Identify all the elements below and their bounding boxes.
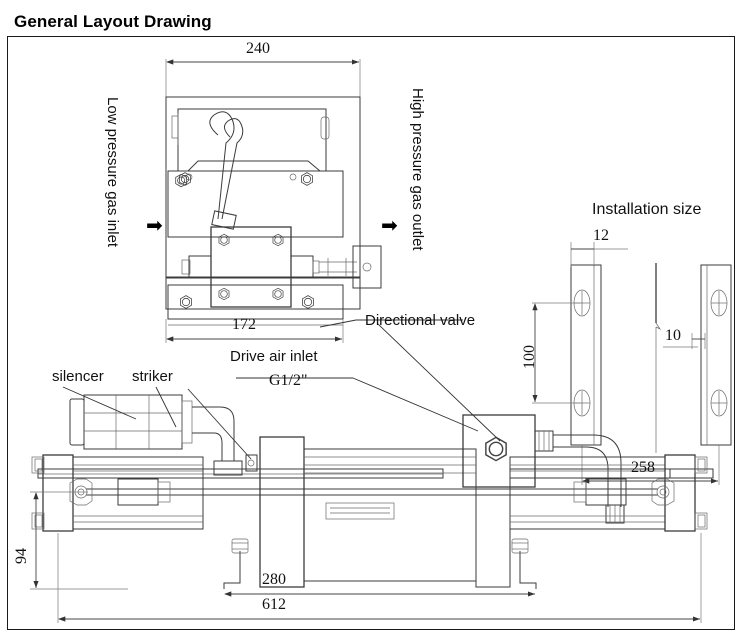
drive-air-thread-label: G1/2": [269, 372, 308, 389]
silencer-label: silencer: [52, 368, 104, 385]
outlet-arrow-icon: ➡: [381, 213, 398, 237]
installation-size-title: Installation size: [592, 201, 702, 218]
dim-612-label: 612: [262, 596, 286, 613]
dim-100-label: 100: [521, 345, 538, 369]
dim-172-group: [165, 319, 344, 343]
inlet-arrow-icon: ➡: [146, 213, 163, 237]
silencer-part: [69, 394, 193, 450]
dim-240-label: 240: [246, 40, 270, 57]
directional-valve-label: Directional valve: [365, 312, 476, 329]
dim-10-label: 10: [665, 327, 681, 344]
drive-air-inlet-label: Drive air inlet: [230, 348, 318, 365]
dim-258-label: 258: [631, 459, 655, 476]
technical-drawing-canvas: .ln { fill:none; stroke:#3b3b3b; stroke-…: [30, 59, 732, 623]
low-pressure-inlet-label: Low pressure gas inlet: [104, 97, 121, 248]
dim-172-label: 172: [232, 316, 256, 333]
page-title: General Layout Drawing: [14, 12, 212, 31]
dim-280-label: 280: [262, 571, 286, 588]
drawing-frame: .ln { fill:none; stroke:#3b3b3b; stroke-…: [7, 36, 735, 630]
striker-part: [245, 454, 258, 472]
directional-valve-part: [462, 414, 554, 588]
dim-12-label: 12: [593, 227, 609, 244]
high-pressure-outlet-label: High pressure gas outlet: [409, 88, 426, 251]
striker-label: striker: [132, 368, 173, 385]
dim-94-label: 94: [13, 548, 30, 564]
